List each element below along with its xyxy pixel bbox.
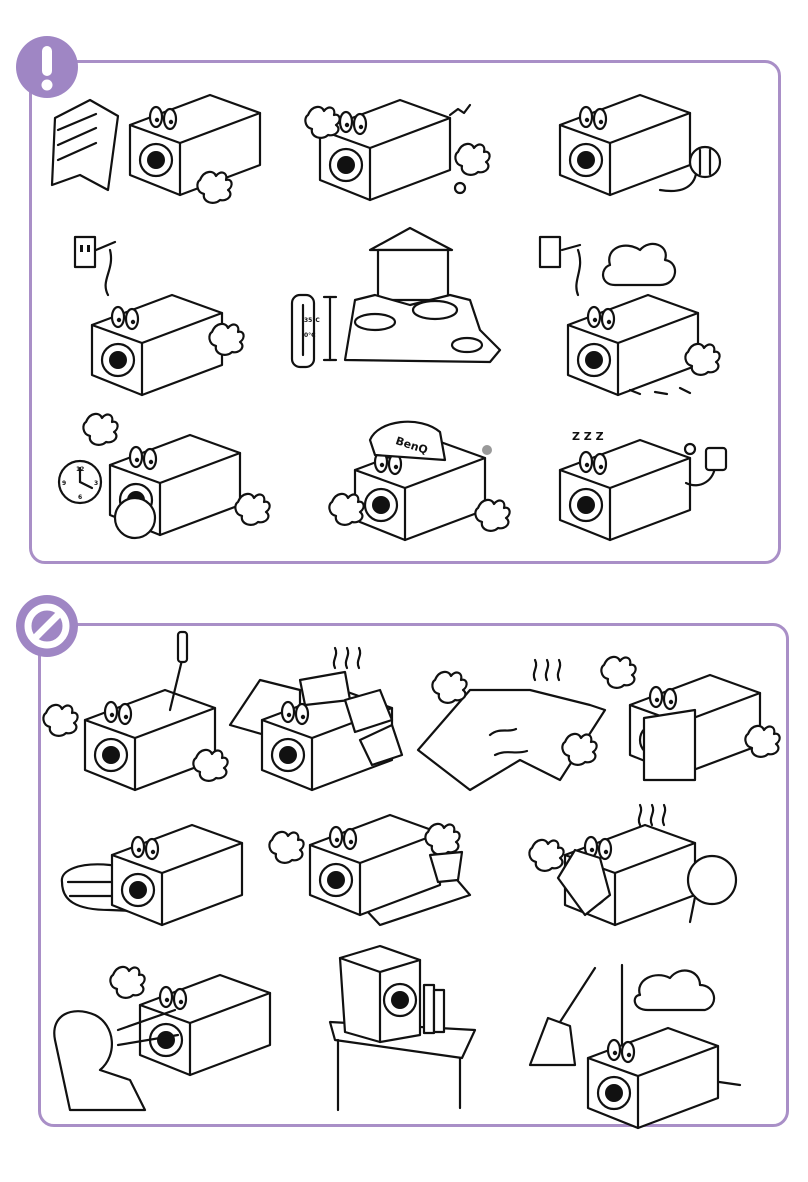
sleep-label: Z Z Z (572, 430, 604, 443)
illustration-do-not-block-vents (601, 657, 779, 780)
illustration-use-grounded-outlet (75, 237, 244, 395)
illustration-brand-service: BenQ (329, 422, 509, 540)
illustration-do-not-spill-liquid (269, 815, 470, 925)
illustration-let-lamp-cool: 12 3 6 9 (59, 414, 270, 538)
illustration-do-not-place-on-soft-surface (62, 825, 242, 925)
illustration-handle-with-care (305, 100, 489, 200)
illustration-use-supplied-cable (560, 95, 720, 195)
svg-text:6: 6 (78, 494, 82, 501)
illustration-unplug-during-storm (540, 237, 720, 395)
illustration-do-not-touch-hot-vents (529, 805, 736, 925)
illustration-read-manual (52, 95, 260, 203)
svg-text:9: 9 (62, 480, 66, 487)
illustration-do-not-cover-with-cloth (418, 660, 605, 790)
illustration-operating-environment: 35°C 0°C (292, 228, 500, 367)
illustration-do-not-cover-in-box (230, 648, 402, 790)
illustration-do-not-disassemble (43, 632, 227, 790)
temp-high-label: 35°C (304, 317, 320, 324)
temp-low-label: 0°C (304, 332, 316, 339)
svg-text:12: 12 (76, 466, 84, 473)
illustration-unplug-when-unused: Z Z Z (560, 430, 726, 540)
illustration-do-not-look-into-lens (54, 967, 270, 1110)
svg-text:3: 3 (94, 480, 98, 487)
illustration-do-not-use-in-dusty-area (530, 965, 740, 1128)
illustration-do-not-stand-vertically (330, 946, 475, 1110)
